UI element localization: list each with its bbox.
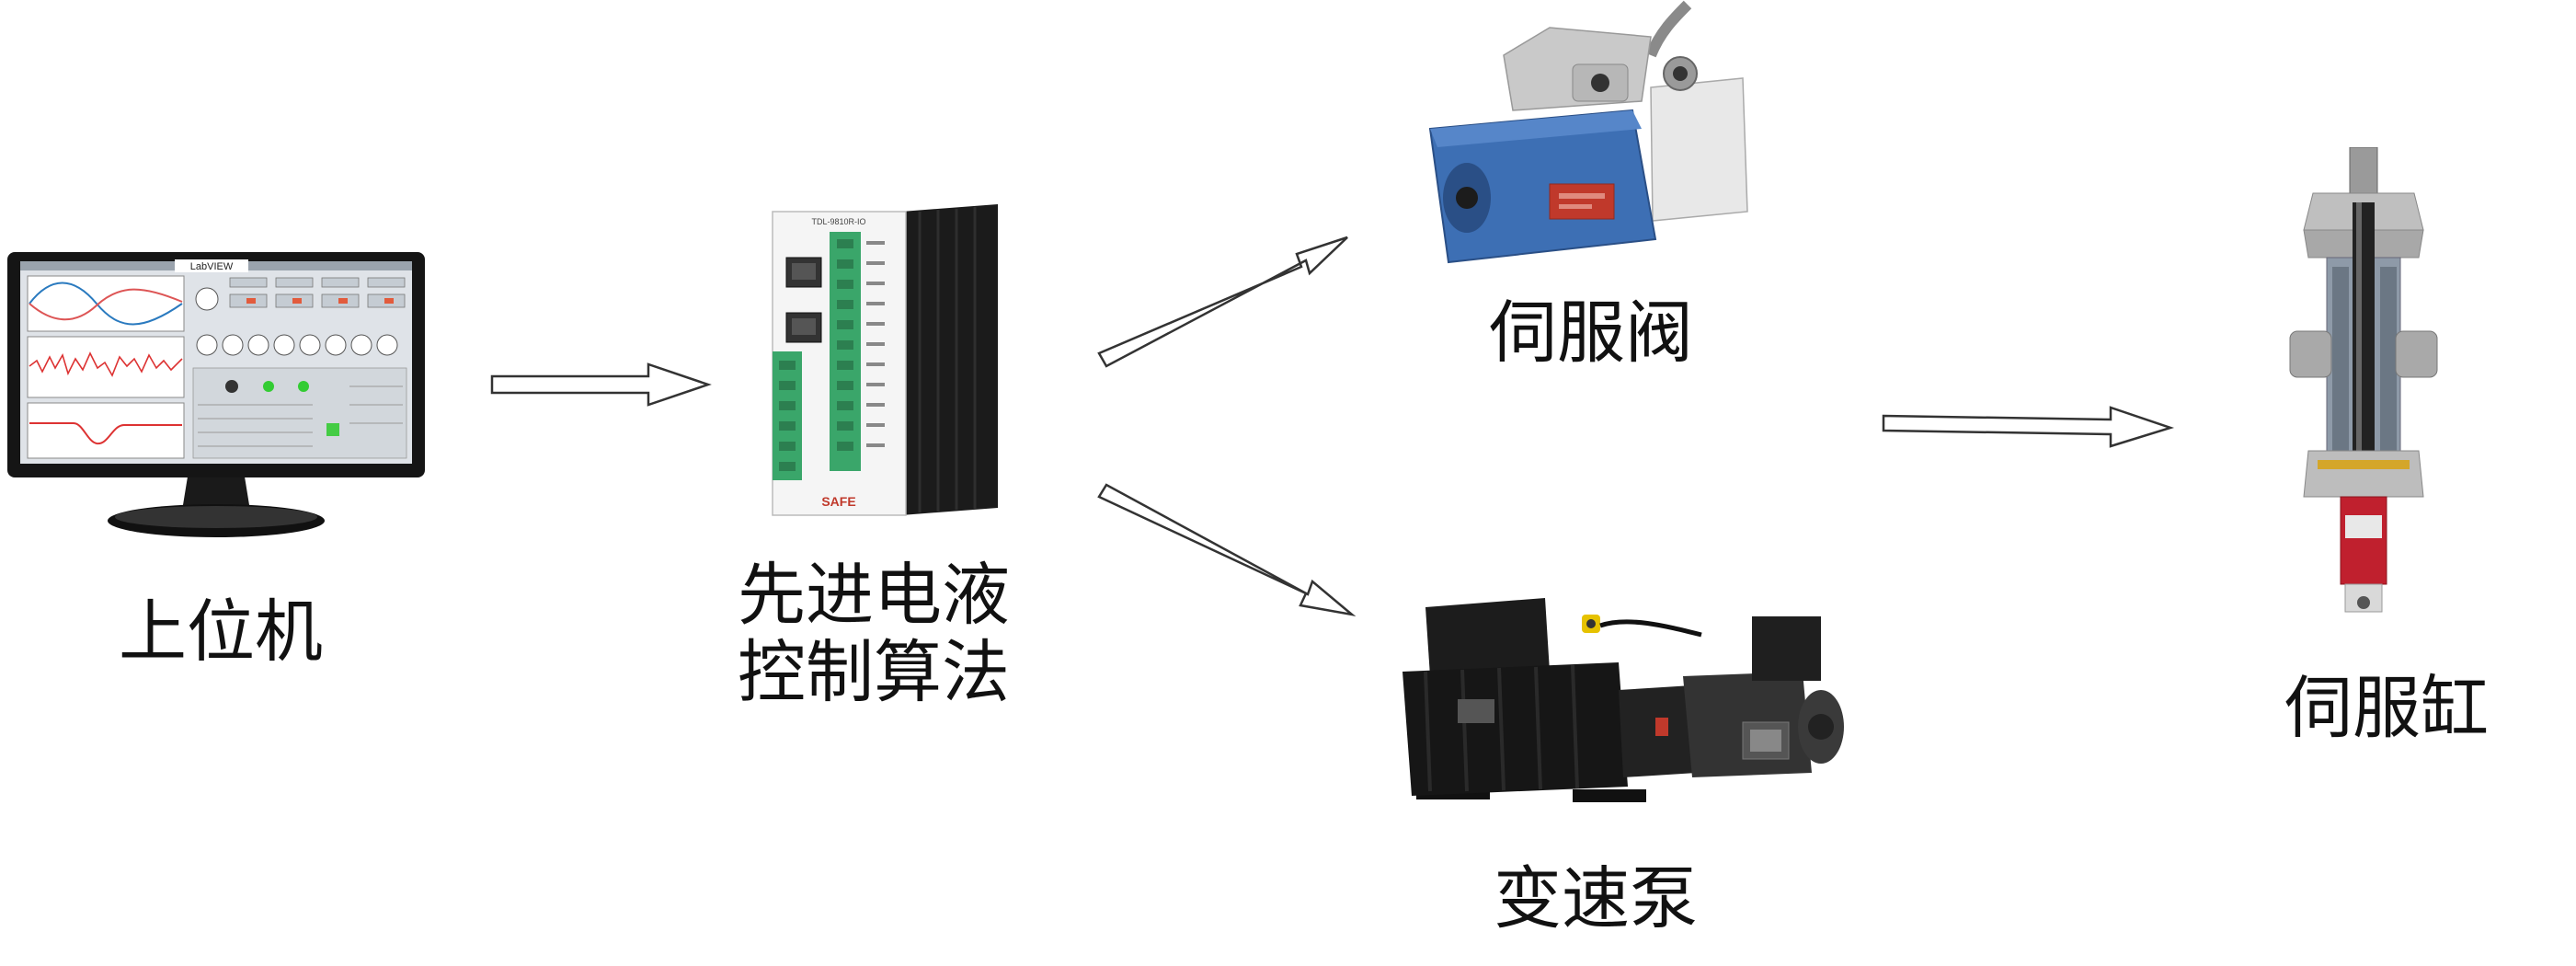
pump-node [1389, 589, 1904, 819]
arrow-valve-to-cylinder [1882, 406, 2175, 448]
pump-label: 变速泵 [1494, 859, 1698, 938]
valve-label: 伺服阀 [1489, 293, 1693, 373]
cylinder-node [2272, 146, 2456, 635]
arrow-controller-to-pump [1097, 483, 1357, 617]
valve-node [1412, 0, 1770, 267]
controller-module-icon: TDL-9810R-IO [772, 204, 998, 516]
host-label: 上位机 [119, 592, 323, 672]
controller-node: TDL-9810R-IO [754, 204, 1002, 522]
servo-cylinder-icon [2289, 146, 2438, 613]
controller-label: 先进电液 控制算法 [717, 557, 1030, 712]
controller-brand: SAFE [821, 494, 855, 509]
cylinder-label: 伺服缸 [2284, 669, 2489, 748]
arrow-controller-to-valve [1097, 236, 1348, 368]
arrow-host-to-controller [490, 362, 712, 407]
controller-label-line-1: 先进电液 [738, 556, 1010, 635]
variable-speed-pump-icon [1402, 598, 1844, 802]
servo-valve-icon [1428, 0, 1748, 264]
screen-title: LabVIEW [190, 261, 234, 272]
controller-label-line-2: 控制算法 [738, 633, 1010, 713]
host-node: LabVIEW [0, 248, 432, 543]
controller-device-tag: TDL-9810R-IO [811, 217, 865, 226]
monitor-labview-icon: LabVIEW [7, 252, 425, 537]
